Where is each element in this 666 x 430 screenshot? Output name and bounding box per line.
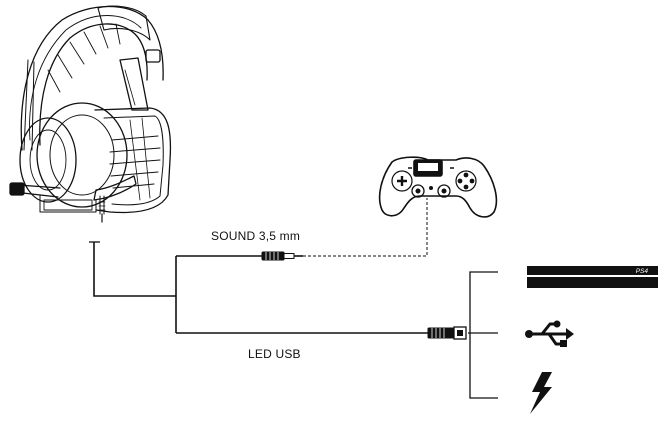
console-badge-text: PS4 (636, 268, 649, 275)
audio-dashed-line (303, 198, 428, 257)
audio-jack-icon (261, 251, 303, 261)
usb-plug-icon (427, 326, 467, 340)
console-icon: PS4 (527, 266, 658, 288)
usb-icon (525, 320, 574, 347)
sound-label: SOUND 3,5 mm (211, 229, 301, 243)
lightning-bolt-icon (530, 372, 552, 414)
cable-lines (89, 241, 428, 334)
headset-icon (9, 5, 172, 223)
usb-branch-bracket (468, 271, 498, 399)
controller-icon (378, 156, 498, 218)
usb-label: LED USB (248, 347, 301, 361)
